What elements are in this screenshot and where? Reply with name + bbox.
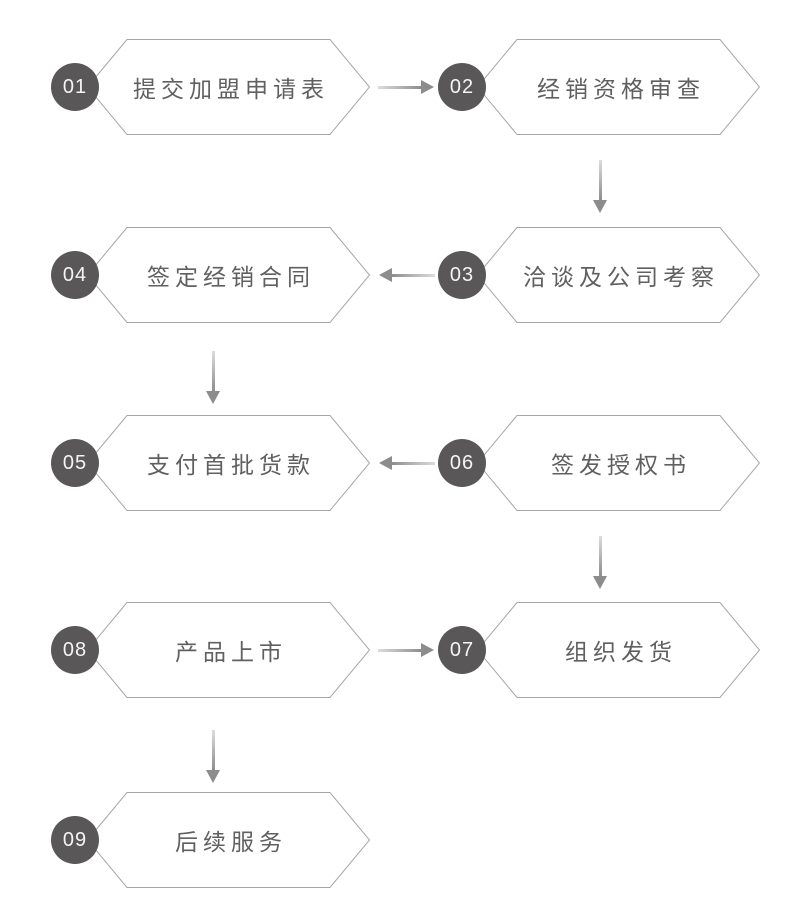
step-label: 产品上市 xyxy=(175,639,287,665)
step-03: 03 洽谈及公司考察 xyxy=(438,227,770,323)
arrow-06-to-05 xyxy=(379,456,435,470)
arrowhead-down-icon xyxy=(593,576,607,589)
step-number-badge: 08 xyxy=(51,626,99,674)
step-number: 05 xyxy=(62,451,88,474)
step-label: 签定经销合同 xyxy=(147,264,315,290)
step-04: 04 签定经销合同 xyxy=(51,227,383,323)
arrowhead-down-icon xyxy=(593,200,607,213)
step-number-badge: 07 xyxy=(438,626,486,674)
step-label: 提交加盟申请表 xyxy=(133,76,329,102)
hexagon-shape xyxy=(477,39,760,135)
step-02: 02 经销资格审查 xyxy=(438,39,770,135)
arrow-08-to-07 xyxy=(378,643,434,657)
arrow-shaft xyxy=(598,536,602,577)
arrowhead-down-icon xyxy=(206,770,220,783)
hexagon-shape xyxy=(477,227,760,323)
hexagon-shape xyxy=(87,227,370,323)
arrow-04-to-05 xyxy=(206,351,220,404)
arrow-shaft xyxy=(378,648,422,652)
step-number-badge: 04 xyxy=(51,251,99,299)
step-05: 05 支付首批货款 xyxy=(51,415,383,511)
hexagon-shape xyxy=(87,415,370,511)
step-number-badge: 05 xyxy=(51,439,99,487)
step-number-badge: 01 xyxy=(51,63,99,111)
step-number: 03 xyxy=(449,263,475,286)
arrow-shaft xyxy=(378,85,422,89)
step-number: 04 xyxy=(62,263,88,286)
step-number: 09 xyxy=(62,828,88,851)
hexagon-shape xyxy=(87,602,370,698)
arrowhead-right-icon xyxy=(421,80,434,94)
step-number: 02 xyxy=(449,75,475,98)
arrow-shaft xyxy=(391,461,435,465)
step-label: 签发授权书 xyxy=(551,452,691,478)
step-number-badge: 02 xyxy=(438,63,486,111)
step-09: 09 后续服务 xyxy=(51,792,383,888)
step-number: 06 xyxy=(449,451,475,474)
hexagon-shape xyxy=(477,602,760,698)
hexagon-shape xyxy=(87,792,370,888)
step-number: 08 xyxy=(62,638,88,661)
step-06: 06 签发授权书 xyxy=(438,415,770,511)
arrowhead-right-icon xyxy=(421,643,434,657)
arrow-shaft xyxy=(391,273,435,277)
arrowhead-left-icon xyxy=(379,456,392,470)
arrow-shaft xyxy=(211,730,215,771)
arrow-08-to-09 xyxy=(206,730,220,783)
arrowhead-down-icon xyxy=(206,391,220,404)
step-number: 01 xyxy=(62,75,88,98)
step-08: 08 产品上市 xyxy=(51,602,383,698)
arrow-06-to-07 xyxy=(593,536,607,589)
step-label: 洽谈及公司考察 xyxy=(523,264,719,290)
arrow-02-to-03 xyxy=(593,160,607,213)
step-number-badge: 09 xyxy=(51,816,99,864)
arrow-01-to-02 xyxy=(378,80,434,94)
arrow-03-to-04 xyxy=(379,268,435,282)
step-number-badge: 03 xyxy=(438,251,486,299)
arrow-shaft xyxy=(211,351,215,392)
step-07: 07 组织发货 xyxy=(438,602,770,698)
step-number: 07 xyxy=(449,638,475,661)
step-01: 01 提交加盟申请表 xyxy=(51,39,383,135)
hexagon-shape xyxy=(87,39,370,135)
arrow-shaft xyxy=(598,160,602,201)
step-label: 支付首批货款 xyxy=(147,452,315,478)
step-label: 经销资格审查 xyxy=(537,76,705,102)
step-label: 组织发货 xyxy=(565,639,677,665)
step-label: 后续服务 xyxy=(175,829,287,855)
hexagon-shape xyxy=(477,415,760,511)
step-number-badge: 06 xyxy=(438,439,486,487)
